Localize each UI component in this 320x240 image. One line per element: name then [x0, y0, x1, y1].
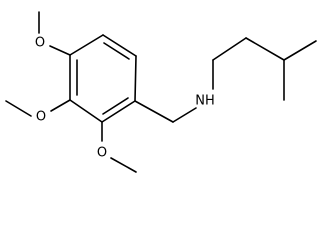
- bond-ring-to-oxygen: [49, 45, 71, 56]
- ring-double-bond: [103, 42, 130, 60]
- bond-oxygen-to-methyl: [110, 157, 137, 173]
- benzene-ring: [69, 34, 137, 123]
- methoxy-bottom: O: [97, 121, 137, 173]
- ring-bond: [134, 55, 137, 102]
- ring-bond: [101, 100, 136, 123]
- atom-oxygen-middle: O: [36, 110, 46, 125]
- atom-oxygen-bottom: O: [97, 146, 107, 161]
- atom-oxygen-top: O: [35, 36, 45, 51]
- bond-ch2-to-nh: [172, 107, 197, 123]
- ring-bond: [102, 34, 137, 57]
- bond-oxygen-to-methyl: [5, 100, 32, 117]
- chain-bond: [283, 40, 317, 61]
- methoxy-middle: O: [5, 99, 71, 125]
- molecule-structure: O O O NH: [5, 11, 317, 173]
- bond-ring-to-oxygen: [50, 99, 71, 112]
- chain-bond: [212, 37, 247, 61]
- ring-double-bond: [102, 97, 129, 115]
- ring-bond: [69, 34, 104, 56]
- methoxy-top: O: [35, 11, 71, 56]
- chain-bond: [245, 37, 285, 61]
- bond-ring-to-ch2: [134, 100, 174, 123]
- isopentyl-chain: [212, 37, 317, 101]
- atom-amine: NH: [195, 94, 215, 109]
- ring-bond: [69, 99, 103, 123]
- aminomethyl-chain: NH: [134, 94, 215, 123]
